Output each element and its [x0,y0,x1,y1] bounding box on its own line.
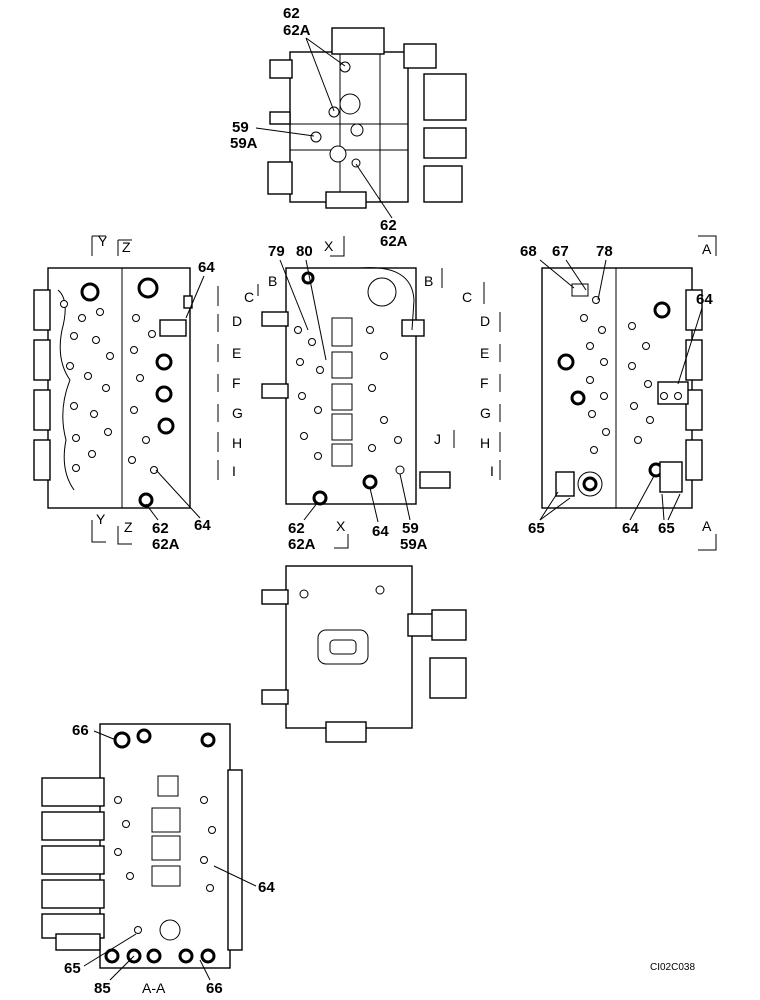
section-marker-G: G [232,405,243,421]
callout-67: 67 [552,243,569,260]
callout-59: 59 [232,119,249,136]
section-marker-A: A [702,241,712,257]
section-marker-G: G [480,405,491,421]
callout-64: 64 [198,259,215,276]
section-marker-H: H [232,435,242,451]
center-view [261,267,451,506]
section-marker-B: B [424,273,433,289]
callout-68: 68 [520,243,537,260]
callout-79: 79 [268,243,285,260]
callout-78: 78 [596,243,613,260]
section-marker-F: F [480,375,489,391]
callout-64: 64 [258,879,275,896]
callout-64: 64 [194,517,211,534]
section-marker-F: F [232,375,241,391]
drawing-code: CI02C038 [650,962,695,973]
callout-65: 65 [658,520,675,537]
callout-59A: 59A [400,536,428,553]
callout-62: 62 [152,520,169,537]
section-marker-A: A [702,518,712,534]
callout-62A: 62A [152,536,180,553]
callout-62A: 62A [380,233,408,250]
section-marker-X: X [324,238,334,254]
callout-65: 65 [528,520,545,537]
section-marker-J: J [434,431,441,447]
top-view [267,27,467,209]
section-marker-Y: Y [98,233,108,249]
callout-85: 85 [94,980,111,997]
section-marker-Y: Y [96,511,106,527]
callout-65: 65 [64,960,81,977]
callout-62: 62 [380,217,397,234]
section-marker-D: D [232,313,242,329]
section-marker-Z: Z [124,519,133,535]
callout-62A: 62A [283,22,311,39]
section-marker-H: H [480,435,490,451]
callout-62: 62 [288,520,305,537]
section-marker-E: E [480,345,489,361]
section-marker-Z: Z [122,239,131,255]
callout-80: 80 [296,243,313,260]
section-AA-view [41,723,243,969]
section-marker-E: E [232,345,241,361]
section-marker-I: I [232,463,236,479]
section-marker-row: B B C C D D E E F F G G H H I I J [217,268,501,480]
section-marker-I: I [490,463,494,479]
section-marker-B: B [268,273,277,289]
right-view [541,267,703,509]
callout-59: 59 [402,520,419,537]
section-marker-C: C [244,289,254,305]
callout-62: 62 [283,5,300,22]
callout-66: 66 [206,980,223,997]
callout-64: 64 [696,291,713,308]
left-view [33,267,193,509]
rear-view [261,565,467,743]
section-label-AA: A-A [142,980,166,996]
callout-59A: 59A [230,135,258,152]
callout-64: 64 [372,523,389,540]
callout-62A: 62A [288,536,316,553]
section-marker-X: X [336,518,346,534]
callout-64: 64 [622,520,639,537]
callout-66: 66 [72,722,89,739]
section-marker-D: D [480,313,490,329]
section-marker-C: C [462,289,472,305]
